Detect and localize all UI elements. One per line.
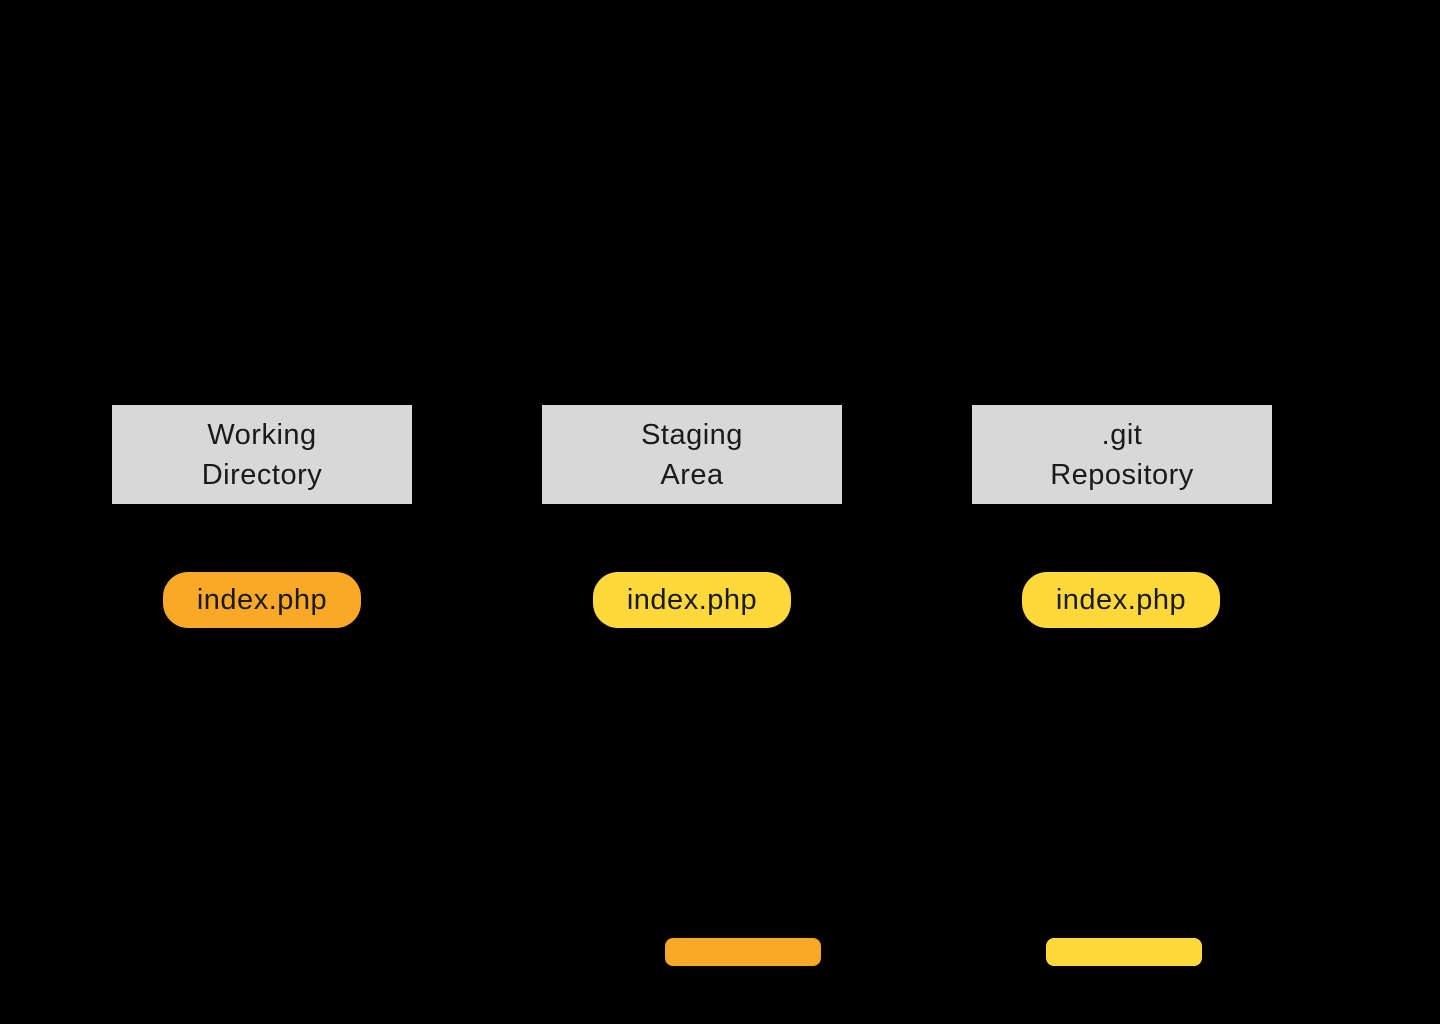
working-directory-box: Working Directory <box>112 405 412 504</box>
file-pill-working-directory: index.php <box>163 572 361 628</box>
staging-area-box: Staging Area <box>542 405 842 504</box>
yellow-legend-swatch <box>1046 938 1202 966</box>
git-repository-box: .git Repository <box>972 405 1272 504</box>
file-pill-git-repository: index.php <box>1022 572 1220 628</box>
file-pill-staging-area: index.php <box>593 572 791 628</box>
orange-legend-swatch <box>665 938 821 966</box>
